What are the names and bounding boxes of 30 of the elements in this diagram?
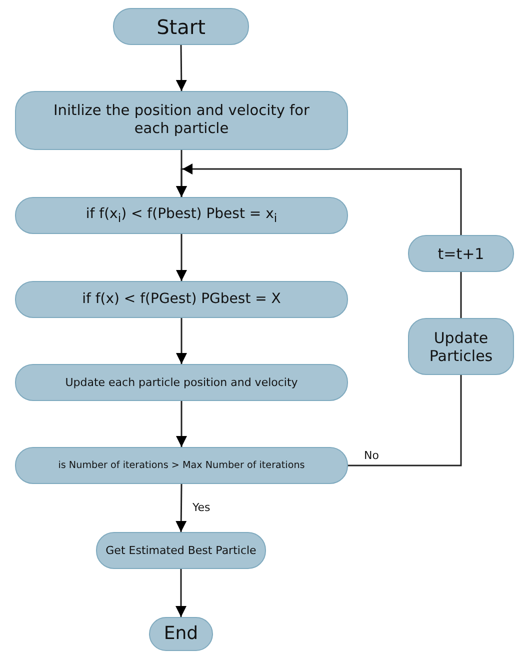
node-text: is Number of iterations > Max Number of iterations (58, 460, 305, 472)
process-box (15, 281, 348, 318)
arrow (176, 484, 187, 532)
process-box (408, 235, 514, 272)
process-box (15, 197, 348, 234)
arrow (176, 401, 187, 447)
node-text: End (164, 623, 198, 645)
terminal-box (113, 8, 249, 45)
edge-label: Yes (192, 501, 212, 514)
node-text: Update each particle position and velocity (65, 376, 298, 390)
process-box (408, 318, 514, 375)
node-text: Start (156, 14, 206, 38)
arrow (176, 45, 187, 91)
process-box (96, 532, 266, 569)
node-text: Update Particles (428, 328, 494, 364)
node-text: if f(x$_{i}$) < f(Pbest) Pbest = x$_{i}$ (86, 206, 278, 225)
arrow (176, 234, 187, 281)
decision-box (15, 447, 348, 484)
edge-label: No (363, 448, 380, 462)
process-box (15, 364, 348, 401)
node-text: if f(x) < f(PGest) PGbest = X (82, 291, 281, 308)
node-text: t=t+1 (438, 244, 484, 262)
arrow (176, 318, 187, 364)
node-text: Get Estimated Best Particle (106, 544, 256, 558)
arrow (176, 569, 186, 617)
node-text: Initlize the position and velocity for each particle (52, 103, 310, 138)
process-box (15, 91, 348, 150)
connector-line (348, 375, 462, 466)
terminal-box (149, 617, 213, 651)
connector-line (460, 272, 462, 318)
